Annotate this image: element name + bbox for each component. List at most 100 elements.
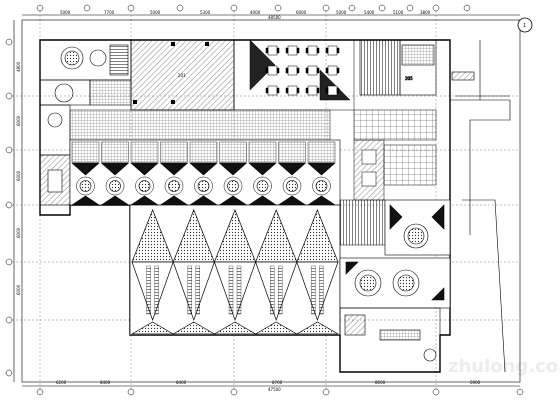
square-table [327, 45, 338, 56]
square-table [327, 65, 338, 76]
dim-top-4: 5300 [200, 10, 211, 15]
chair [325, 47, 329, 54]
round-table-top [227, 180, 239, 192]
round-table-top [197, 180, 210, 192]
left-dimension-texts: 4800 6000 6000 6000 6000 [16, 61, 21, 295]
chair [296, 87, 300, 94]
bottom-axis-markers [36, 388, 524, 396]
atrium-triangle-small [213, 321, 257, 335]
left-axis-markers [5, 38, 13, 377]
atrium-mullion [146, 265, 151, 315]
dim-top-9: 5100 [393, 10, 404, 15]
annex-east [450, 40, 511, 373]
round-table-top [286, 180, 298, 192]
chair [276, 67, 280, 74]
decor-triangle [159, 162, 189, 176]
atrium-triangle-small [171, 321, 216, 335]
bottom-dimension-texts: 6200 8400 8400 8700 8600 6900 47500 [56, 380, 481, 392]
top-dimension-texts: 5000 7700 5000 5300 4000 6000 5000 5400 … [60, 10, 431, 20]
dim-left-5: 6000 [16, 284, 21, 295]
room-partition [248, 141, 277, 163]
atrium-mullion [236, 265, 242, 315]
dim-top-8: 5400 [364, 10, 375, 15]
private-rooms-row [69, 139, 341, 206]
chair [285, 87, 289, 94]
chair [316, 67, 320, 74]
square-table [287, 85, 298, 96]
room-partition [71, 141, 100, 163]
chair [325, 87, 329, 94]
atrium-mullion [228, 265, 234, 315]
vip-rooms-northwest [39, 39, 132, 106]
dining-east [339, 109, 437, 246]
decor-triangle [248, 162, 277, 176]
atrium-triangle-inverted [131, 261, 174, 322]
atrium-mullion [270, 265, 275, 315]
north-marker-label: 1 [523, 23, 526, 29]
atrium-triangle-inverted [213, 261, 257, 322]
square-table [327, 85, 338, 96]
stair-northeast: 205 [359, 39, 437, 96]
chair [276, 87, 280, 94]
dim-left-4: 6000 [16, 227, 21, 238]
room-partition [219, 141, 247, 163]
square-table [287, 65, 298, 76]
atrium-mullion [278, 265, 283, 315]
dim-top-6: 6000 [296, 10, 307, 15]
dim-top-3: 5000 [150, 10, 161, 15]
decor-triangle [130, 162, 159, 176]
dim-left-2: 6000 [16, 115, 21, 126]
room-partition [101, 141, 129, 163]
dim-bot-6: 6900 [470, 380, 481, 385]
chair [336, 87, 340, 94]
chair [305, 87, 309, 94]
dim-top-5: 4000 [250, 10, 261, 15]
atrium-triangle-inverted [172, 261, 215, 322]
chair [316, 87, 320, 94]
round-table-top [138, 180, 151, 192]
dim-bot-1: 6200 [56, 380, 67, 385]
room-partition [160, 141, 188, 163]
round-table-top [256, 180, 269, 192]
decor-triangle [307, 162, 336, 176]
atrium-mullion [195, 265, 200, 315]
north-marker: 1 [517, 17, 533, 33]
square-table [287, 45, 298, 56]
atrium-glazing [129, 204, 341, 336]
chair [336, 47, 340, 54]
decor-triangle [100, 195, 130, 206]
dim-left-1: 4800 [16, 61, 21, 72]
chair [325, 67, 329, 74]
dim-bot-3: 8400 [176, 380, 187, 385]
chair [296, 47, 300, 54]
square-table [307, 85, 318, 96]
chair [276, 47, 280, 54]
round-table-top [168, 180, 180, 192]
room-partition [278, 141, 306, 163]
decor-triangle [189, 162, 218, 176]
vip-room-east [384, 199, 451, 256]
dim-top-total: 48500 [268, 15, 281, 20]
dim-bot-5: 8600 [375, 380, 386, 385]
round-table-top [315, 180, 328, 192]
square-table [307, 45, 318, 56]
round-table-top [79, 180, 92, 192]
chair [305, 47, 309, 54]
chair [305, 67, 309, 74]
decor-triangle [71, 162, 100, 176]
chair [285, 47, 289, 54]
atrium-mullion [319, 265, 324, 315]
chair [265, 67, 269, 74]
square-table [267, 85, 278, 96]
atrium-mullion [311, 265, 316, 315]
decor-triangle [100, 162, 130, 176]
corridor-tiles [69, 109, 331, 141]
atrium-triangle-small [254, 321, 299, 335]
watermark: zhulong.com [448, 356, 560, 377]
square-table [307, 65, 318, 76]
chair [285, 67, 289, 74]
lobby-southeast [339, 307, 441, 373]
dim-bot-2: 8400 [100, 380, 111, 385]
atrium-triangle-small [130, 321, 175, 335]
